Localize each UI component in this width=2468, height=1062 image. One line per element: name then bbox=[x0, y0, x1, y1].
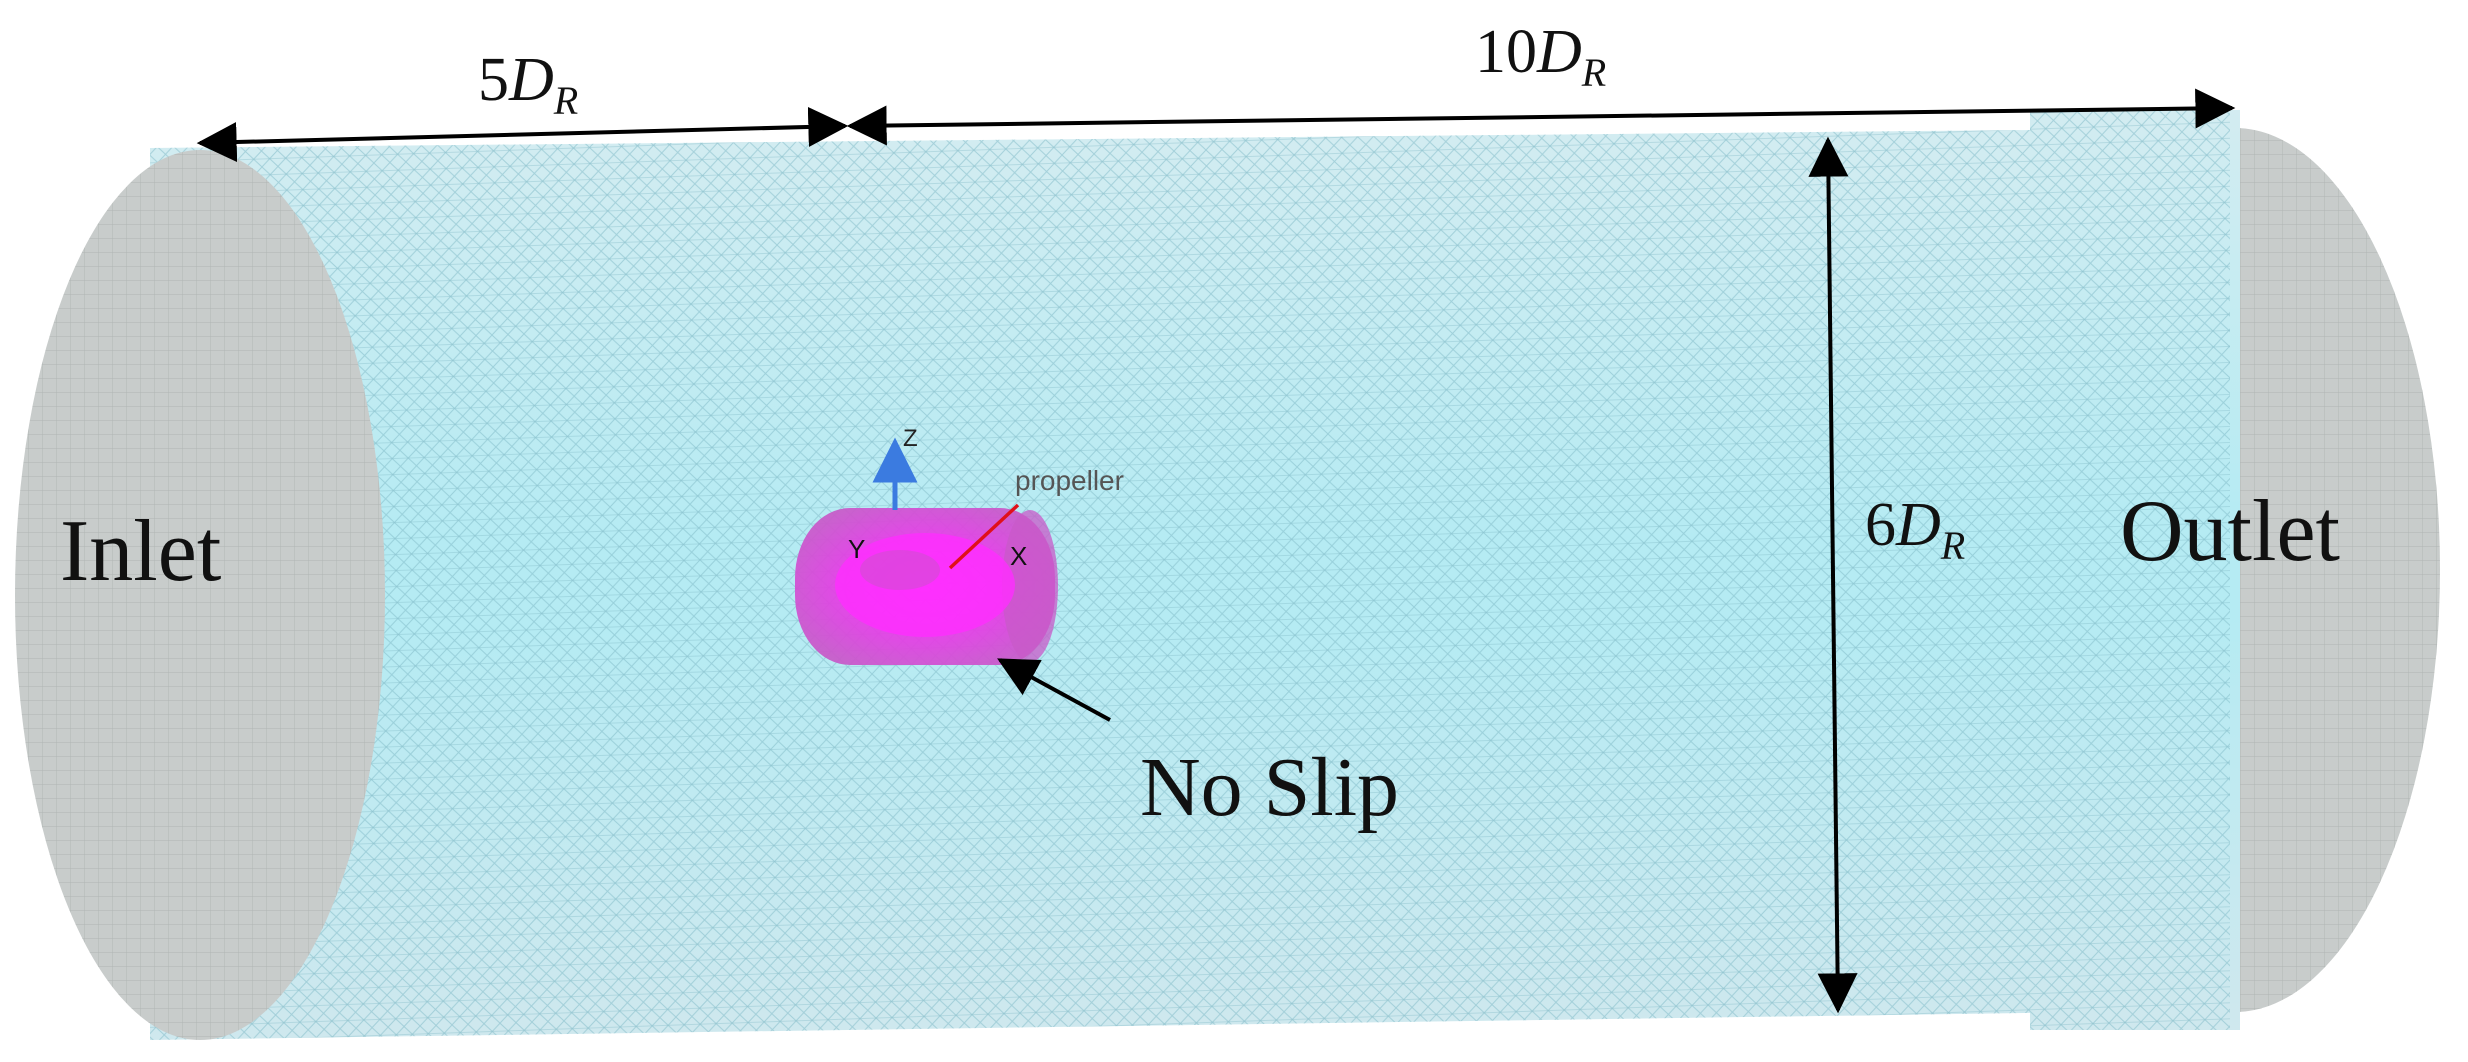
axis-triad: Z Y X bbox=[848, 425, 1027, 571]
dimension-diameter-line bbox=[1808, 136, 1858, 1014]
dimension-upstream-label: 5DR bbox=[478, 46, 578, 123]
cylinder-mesh bbox=[150, 128, 2235, 1040]
propeller-leader-line bbox=[948, 503, 1020, 570]
dimension-downstream-line bbox=[846, 88, 2236, 146]
propeller-region bbox=[795, 508, 1058, 665]
dimension-downstream-label: 10DR bbox=[1475, 18, 1606, 95]
outlet-cap bbox=[2030, 110, 2440, 1030]
fluid-domain-cylinder bbox=[150, 128, 2235, 1040]
propeller-label: propeller bbox=[1015, 465, 1124, 496]
x-axis-label: X bbox=[1010, 541, 1027, 571]
dimension-upstream-line bbox=[196, 106, 849, 163]
dimension-diameter-label: 6DR bbox=[1865, 491, 1965, 568]
outlet-label: Outlet bbox=[2120, 483, 2340, 580]
no-slip-label: No Slip bbox=[1140, 741, 1399, 834]
z-axis-label: Z bbox=[903, 425, 918, 452]
y-axis-label: Y bbox=[848, 534, 865, 564]
inlet-label: Inlet bbox=[60, 503, 221, 600]
inlet-cap bbox=[15, 150, 385, 1040]
no-slip-arrow bbox=[997, 658, 1111, 722]
